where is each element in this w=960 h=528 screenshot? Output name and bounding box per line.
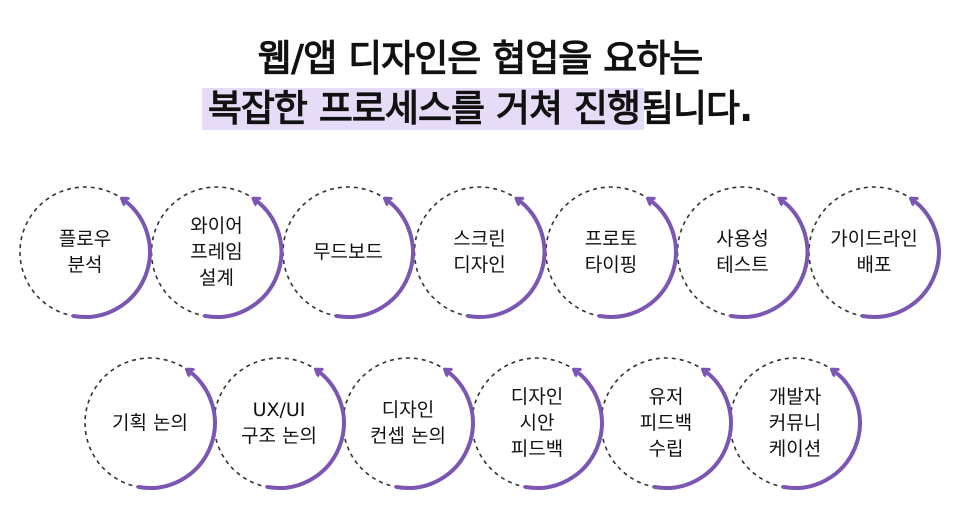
row1-step-4: 스크린 디자인 — [415, 187, 545, 317]
row1-step-1-arrow — [71, 199, 152, 319]
step-label: 디자인 시안 피드백 — [510, 386, 564, 460]
row1-step-3-arrow — [334, 199, 415, 319]
row2-step-5-arrow — [652, 370, 733, 490]
headline: 웹/앱 디자인은 협업을 요하는 복잡한 프로세스를 거쳐 진행됩니다. — [0, 34, 960, 134]
row2-step-1: 기획 논의 — [85, 358, 215, 488]
row1-step-2: 와이어 프레임 설계 — [152, 187, 282, 317]
step-label: 무드보드 — [313, 241, 383, 263]
headline-line-1: 웹/앱 디자인은 협업을 요하는 — [257, 37, 704, 80]
headline-highlight-text: 복잡한 프로세스를 거쳐 진행 — [207, 87, 641, 130]
row2-step-3-arrow — [394, 370, 475, 490]
row2-step-6-arrow — [781, 370, 862, 490]
highlight-background — [201, 88, 644, 130]
row1-step-3: 무드보드 — [283, 187, 413, 317]
row1-step-1: 플로우 분석 — [20, 187, 150, 317]
step-label: 스크린 디자인 — [453, 228, 506, 276]
row1-step-7-arrow — [860, 199, 941, 319]
row2-step-1-arrow — [136, 370, 217, 490]
step-label: UX/UI 구조 논의 — [241, 399, 317, 447]
row2-step-5: 유저 피드백 수립 — [601, 358, 731, 488]
row1-step-2-arrow — [203, 199, 284, 319]
row1-step-6-arrow — [729, 199, 810, 319]
row2-step-2-arrow — [265, 370, 346, 490]
row1-step-7: 가이드라인 배포 — [809, 187, 939, 317]
row1-step-6: 사용성 테스트 — [678, 187, 808, 317]
row2-step-3: 디자인 컨셉 논의 — [343, 358, 473, 488]
step-label: 유저 피드백 수립 — [639, 386, 693, 460]
step-label: 개발자 커뮤니 케이션 — [768, 386, 822, 460]
row2-step-4-arrow — [523, 370, 604, 490]
step-label: 기획 논의 — [112, 412, 188, 434]
row2-step-2: UX/UI 구조 논의 — [214, 358, 344, 488]
step-label: 플로우 분석 — [58, 228, 112, 276]
row1-step-5: 프로토 타이핑 — [546, 187, 676, 317]
step-label: 프로토 타이핑 — [584, 228, 638, 276]
step-label: 가이드라인 배포 — [830, 228, 918, 276]
row2-step-4: 디자인 시안 피드백 — [472, 358, 602, 488]
step-label: 사용성 테스트 — [716, 228, 769, 276]
step-label: 디자인 컨셉 논의 — [370, 399, 446, 447]
row1-step-4-arrow — [466, 199, 547, 319]
row1-step-5-arrow — [597, 199, 678, 319]
row2-step-6: 개발자 커뮤니 케이션 — [730, 358, 860, 488]
step-label: 와이어 프레임 설계 — [190, 215, 243, 289]
headline-line-2: 복잡한 프로세스를 거쳐 진행됩니다. — [0, 84, 960, 134]
headline-highlight: 복잡한 프로세스를 거쳐 진행 — [201, 84, 644, 134]
headline-line-2-rest: 됩니다. — [639, 87, 753, 130]
